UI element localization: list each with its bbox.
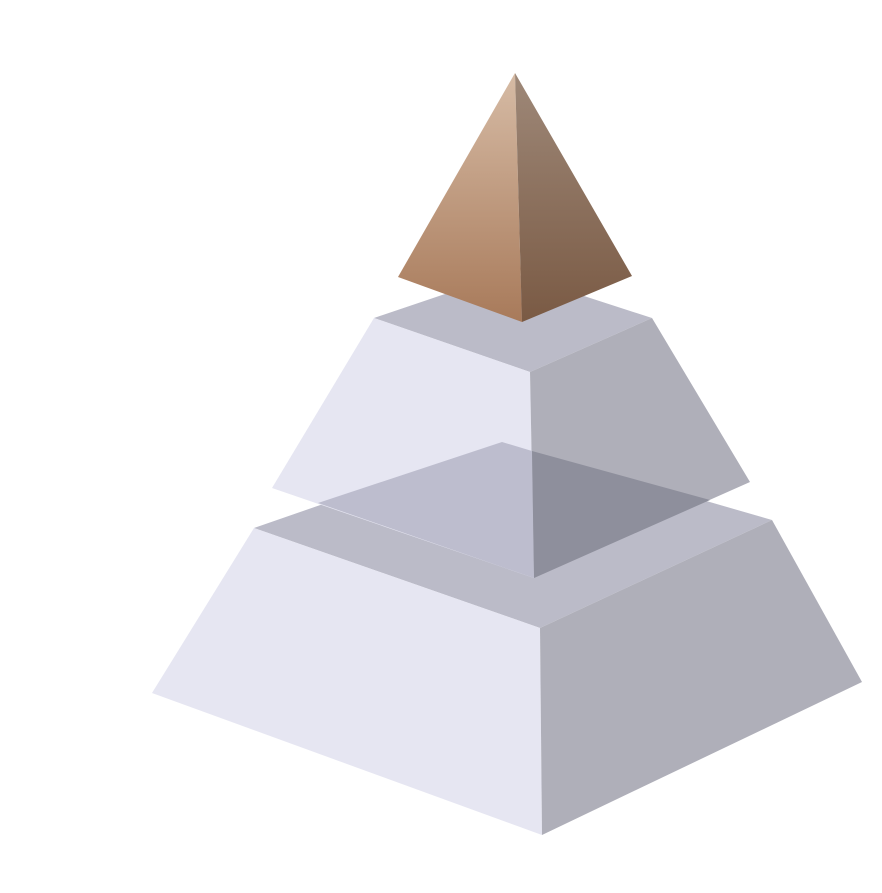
apex-left-face	[398, 73, 522, 322]
apex-right-face	[515, 73, 632, 322]
tier-apex	[398, 73, 632, 322]
tier-middle-top-face	[374, 272, 652, 372]
overlap-right-face	[532, 451, 710, 578]
tier-overlap	[318, 442, 710, 578]
overlap-left-face	[318, 442, 534, 578]
tier-bottom-left-face	[152, 528, 542, 835]
tier-bottom-right-face	[540, 520, 862, 835]
